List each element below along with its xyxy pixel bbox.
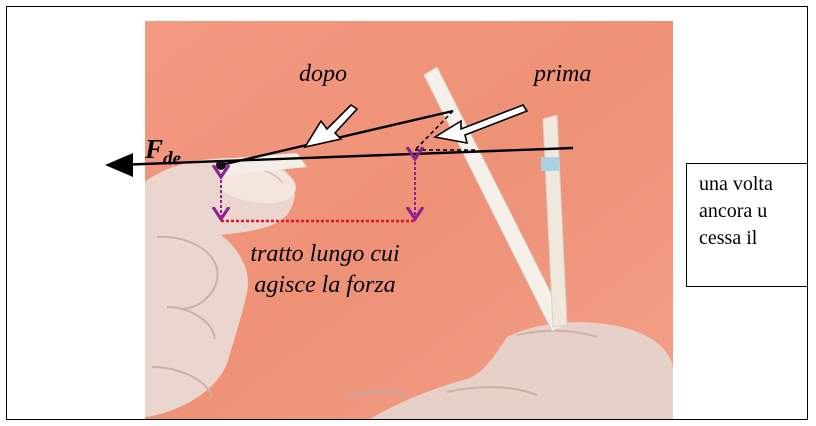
note-line-2: ancora u xyxy=(699,198,808,225)
force-symbol: F xyxy=(145,134,163,164)
diagram-frame: dopo prima Fde tratto lungo cui agisce l… xyxy=(6,6,808,420)
displacement-caption: tratto lungo cui agisce la forza xyxy=(225,239,425,301)
caption-line-2: agisce la forza xyxy=(225,270,425,301)
note-line-1: una volta xyxy=(699,171,808,198)
label-after: dopo xyxy=(299,61,347,88)
label-before: prima xyxy=(534,61,591,88)
note-box: una volta ancora u cessa il xyxy=(686,163,808,287)
force-label: Fde xyxy=(145,134,181,170)
force-subscript: de xyxy=(163,148,181,169)
caption-line-1: tratto lungo cui xyxy=(225,239,425,270)
note-line-3: cessa il xyxy=(699,225,808,252)
